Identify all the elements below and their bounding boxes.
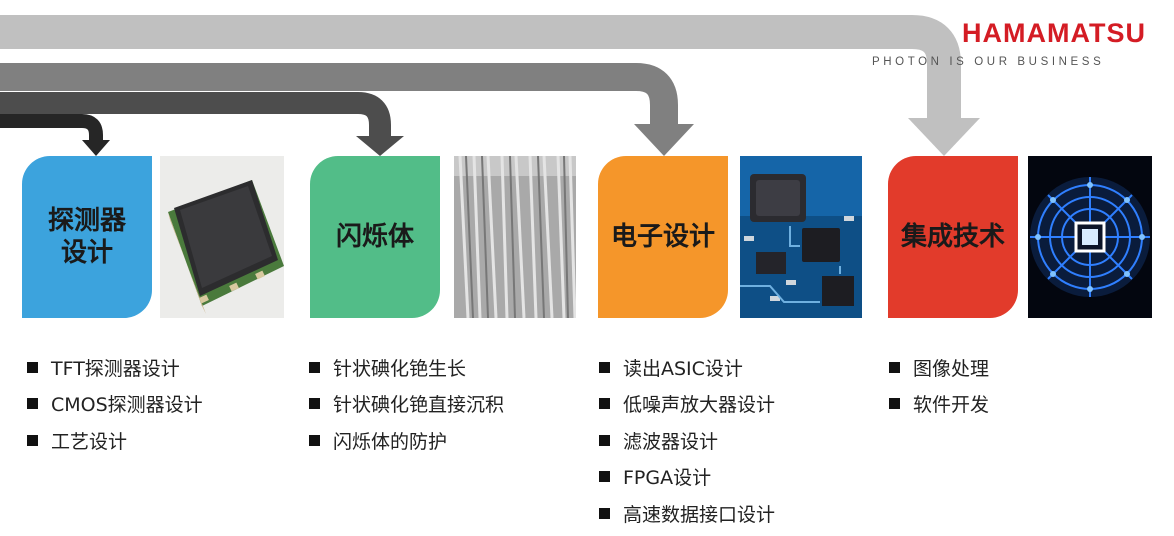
arrow-to-electronics-head (634, 124, 694, 156)
card-detector-design: 探测器设计 (22, 156, 152, 318)
bullet-icon (309, 434, 320, 446)
list-item-label: 低噪声放大器设计 (623, 394, 776, 417)
list-item: 针状碘化铯生长 (309, 349, 504, 386)
bullet-icon (889, 361, 900, 373)
list-detector-design: TFT探测器设计 CMOS探测器设计 工艺设计 (27, 349, 203, 459)
card-scintillator: 闪烁体 (310, 156, 440, 318)
bullet-icon (27, 361, 38, 373)
arrow-to-detector (0, 114, 103, 140)
list-item: 滤波器设计 (599, 422, 775, 459)
list-item: 闪烁体的防护 (309, 422, 504, 459)
list-item-label: 图像处理 (913, 357, 990, 380)
scintillator-crystal-image (454, 156, 576, 318)
arrow-to-detector-head (82, 140, 110, 156)
list-item: 读出ASIC设计 (599, 349, 775, 386)
bullet-icon (309, 361, 320, 373)
list-item-label: 闪烁体的防护 (333, 430, 448, 453)
bullet-icon (599, 398, 610, 410)
detector-panel-image (160, 156, 284, 318)
arrow-to-scintillator-head (356, 136, 404, 156)
list-item-label: 读出ASIC设计 (623, 357, 743, 380)
arrow-to-scintillator (0, 92, 391, 138)
list-item: CMOS探测器设计 (27, 386, 203, 423)
flow-arrows (0, 15, 980, 156)
card-title: 集成技术 (900, 222, 1005, 252)
list-item-label: 针状碘化铯生长 (333, 357, 467, 380)
bullet-icon (27, 398, 38, 410)
bullet-icon (599, 434, 610, 446)
brand-tagline: PHOTON IS OUR BUSINESS (872, 56, 1105, 68)
bullet-icon (599, 471, 610, 483)
list-scintillator: 针状碘化铯生长 针状碘化铯直接沉积 闪烁体的防护 (309, 349, 504, 459)
card-integration-technology: 集成技术 (888, 156, 1018, 318)
list-item: 图像处理 (889, 349, 989, 386)
list-item-label: FPGA设计 (623, 467, 712, 490)
circuit-board-image (740, 156, 862, 318)
list-item-label: 滤波器设计 (623, 430, 719, 453)
bullet-icon (599, 507, 610, 519)
list-item: TFT探测器设计 (27, 349, 203, 386)
card-title: 闪烁体 (335, 222, 414, 252)
card-title: 探测器设计 (47, 206, 126, 268)
bullet-icon (889, 398, 900, 410)
card-title: 电子设计 (610, 222, 715, 252)
list-item: 针状碘化铯直接沉积 (309, 386, 504, 423)
list-item-label: CMOS探测器设计 (51, 394, 203, 417)
brand-name: HAMAMATSU (962, 18, 1146, 48)
list-item: FPGA设计 (599, 459, 775, 496)
list-item: 软件开发 (889, 386, 989, 423)
list-item: 高速数据接口设计 (599, 495, 775, 532)
arrow-to-electronics (0, 63, 678, 126)
list-electronic-design: 读出ASIC设计 低噪声放大器设计 滤波器设计 FPGA设计 高速数据接口设计 (599, 349, 775, 532)
arrow-to-integration (0, 15, 961, 120)
list-integration-technology: 图像处理 软件开发 (889, 349, 989, 422)
brand-logo: HAMAMATSU PHOTON IS OUR BUSINESS (850, 18, 1160, 68)
list-item-label: 软件开发 (913, 394, 990, 417)
list-item-label: 工艺设计 (51, 430, 128, 453)
integrated-chip-image (1028, 156, 1152, 318)
bullet-icon (27, 434, 38, 446)
list-item: 工艺设计 (27, 422, 203, 459)
card-electronic-design: 电子设计 (598, 156, 728, 318)
bullet-icon (309, 398, 320, 410)
arrow-to-integration-head (908, 118, 980, 156)
list-item-label: 高速数据接口设计 (623, 503, 776, 526)
list-item-label: 针状碘化铯直接沉积 (333, 394, 505, 417)
list-item-label: TFT探测器设计 (51, 357, 180, 380)
list-item: 低噪声放大器设计 (599, 386, 775, 423)
bullet-icon (599, 361, 610, 373)
